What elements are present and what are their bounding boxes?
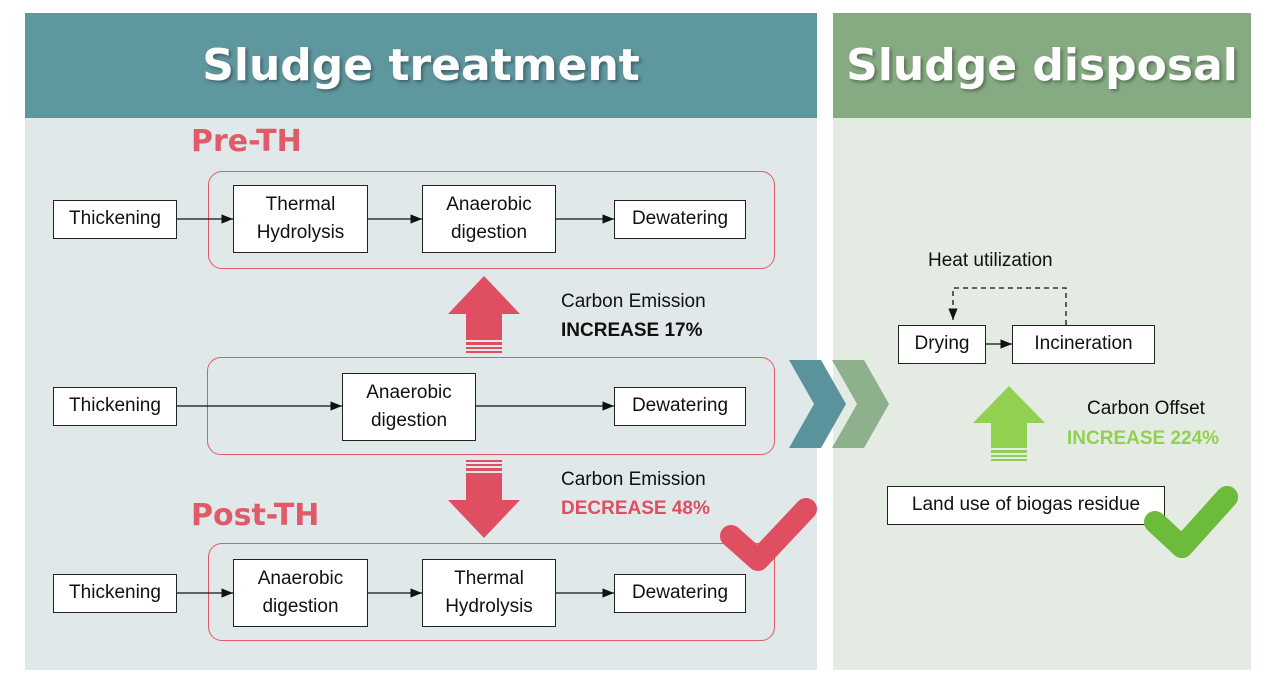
heat-utilization-label: Heat utilization [928,250,1053,271]
up-arrow-icon [973,386,1045,461]
heat-loop-connector [948,287,1067,325]
decrease-note-value: DECREASE 48% [561,498,710,519]
increase-note-label: Carbon Emission [561,291,706,312]
disposal-step-drying: Drying [898,325,986,364]
pre-th-group [208,171,775,269]
up-arrow-icon [448,276,520,353]
disposal-panel [833,118,1251,670]
baseline-step-dewatering: Dewatering [614,387,746,426]
pre-th-step-anaerobic-digestion: Anaerobic digestion [422,185,556,253]
post-th-step-dewatering: Dewatering [614,574,746,613]
disposal-title: Sludge disposal [846,40,1238,91]
disposal-header: Sludge disposal [833,13,1251,118]
treatment-header: Sludge treatment [25,13,817,118]
pre-th-step-thickening: Thickening [53,200,177,239]
post-th-label: Post-TH [191,498,320,533]
post-th-group [208,543,775,641]
baseline-step-thickening: Thickening [53,387,177,426]
double-chevron-icon [789,360,889,448]
post-th-step-thickening: Thickening [53,574,177,613]
offset-note-value: INCREASE 224% [1067,428,1220,449]
post-th-step-anaerobic-digestion: Anaerobic digestion [233,559,368,627]
checkmark-icon [1144,486,1238,558]
post-th-step-thermal-hydrolysis: Thermal Hydrolysis [422,559,556,627]
offset-note-label: Carbon Offset [1087,398,1205,419]
pre-th-label: Pre-TH [191,124,302,159]
pre-th-step-thermal-hydrolysis: Thermal Hydrolysis [233,185,368,253]
treatment-title: Sludge treatment [202,40,640,91]
land-use-box: Land use of biogas residue [887,486,1165,525]
baseline-step-anaerobic-digestion: Anaerobic digestion [342,373,476,441]
pre-th-step-dewatering: Dewatering [614,200,746,239]
increase-note-value: INCREASE 17% [561,320,703,341]
checkmark-icon [720,498,817,571]
decrease-note-label: Carbon Emission [561,469,706,490]
disposal-step-incineration: Incineration [1012,325,1155,364]
down-arrow-icon [448,460,520,538]
